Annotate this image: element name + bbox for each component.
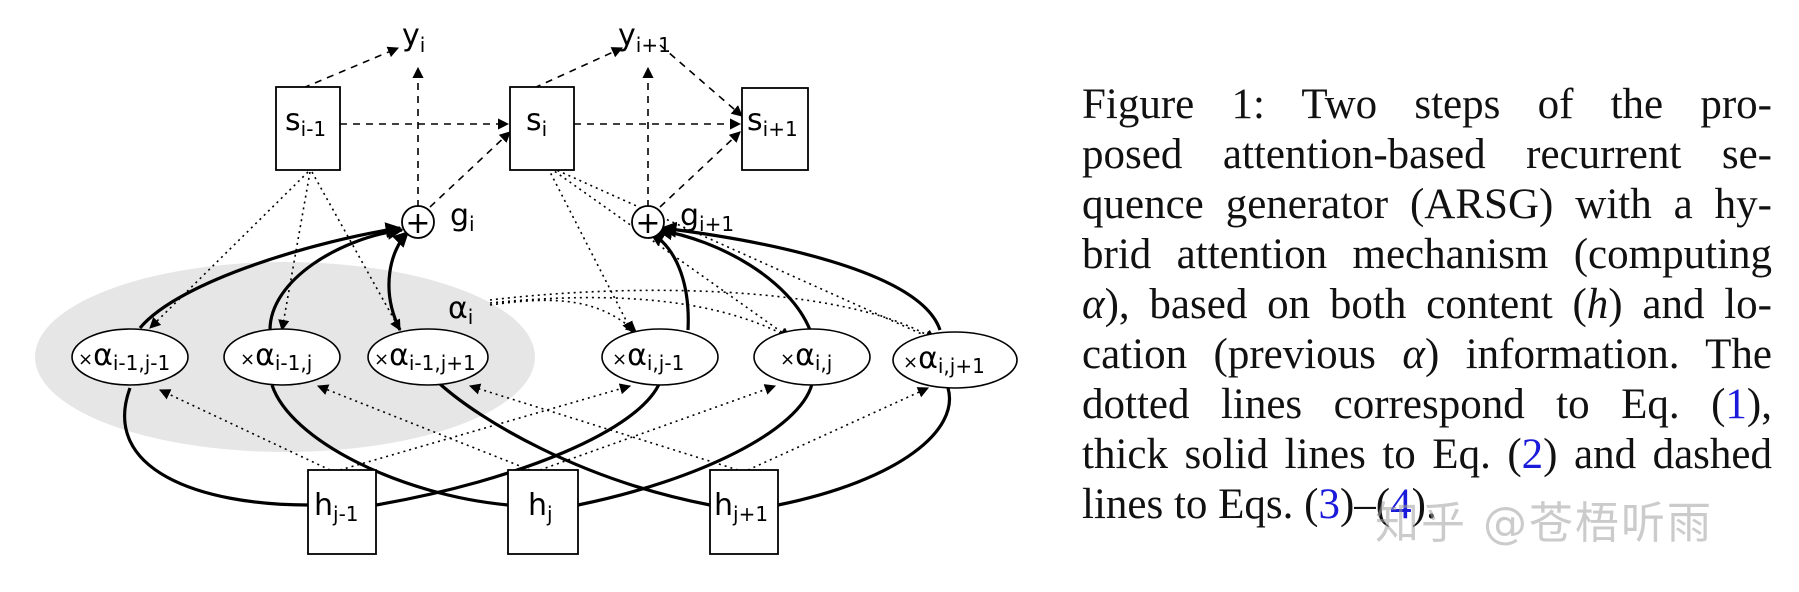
caption-line: dotted lines correspond to Eq. (1), [1082,381,1772,428]
caption-line: brid attention mechanism (computing [1082,231,1772,278]
glimpse-g-i: gi [450,198,475,236]
state-s-i: si [509,86,575,171]
svg-text:si+1: si+1 [747,103,798,141]
plus-node-i-plus-1: + [631,205,665,241]
attention-weight-i-1-j-1: ×αi-1,j-1 [71,328,189,386]
svg-text:si: si [526,103,547,141]
hidden-h-j-1: hj-1 [307,469,377,555]
svg-text:×αi-1,j+1: ×αi-1,j+1 [374,338,476,375]
attention-weight-i-j-1: ×αi,j-1 [601,328,719,386]
svg-text:×αi-1,j-1: ×αi-1,j-1 [78,338,170,375]
equation-ref-3[interactable]: 3 [1318,481,1340,528]
caption-line: thick solid lines to Eq. (2) and dashed [1082,431,1773,478]
alpha-i-label: αi [448,291,473,329]
caption-line: α), based on both content (h) and lo- [1082,281,1773,328]
svg-text:+: + [635,206,660,241]
equation-ref-4[interactable]: 4 [1390,481,1412,528]
caption-line: Figure 1: Two steps of the pro- [1082,81,1772,128]
svg-text:+: + [405,206,430,241]
plus-node-i: + [401,205,435,241]
svg-text:×αi-1,j: ×αi-1,j [240,338,312,375]
attention-weight-i-1-j: ×αi-1,j [223,328,341,386]
thick-lines [123,221,952,507]
output-y-i-plus-1: yi+1 [618,18,671,57]
svg-text:hj: hj [528,488,553,526]
attention-weight-i-j: ×αi,j [753,328,871,386]
caption-line: quence generator (ARSG) with a hy- [1082,181,1772,228]
svg-text:×αi,j: ×αi,j [780,338,832,375]
dotted-lines [149,167,937,471]
svg-text:×αi,j-1: ×αi,j-1 [612,338,684,375]
svg-text:hj+1: hj+1 [714,488,768,526]
svg-text:hj-1: hj-1 [314,488,359,526]
output-y-i: yi [402,18,425,57]
hidden-h-j: hj [507,469,579,555]
equation-ref-1[interactable]: 1 [1725,381,1747,428]
state-s-i-plus-1: si+1 [741,87,809,171]
hidden-h-j+1: hj+1 [709,469,779,555]
glimpse-g-i-plus-1: gi+1 [680,198,734,236]
equation-ref-2[interactable]: 2 [1521,431,1544,478]
caption-line: lines to Eqs. (3)–(4). [1082,481,1437,528]
watermark: 知乎 @苍梧听雨 [1375,498,1713,549]
figure-caption: Figure 1: Two steps of the pro- posed at… [1082,80,1772,530]
svg-text:×αi,j+1: ×αi,j+1 [903,341,985,378]
caption-line: posed attention-based recurrent se- [1082,131,1772,178]
attention-weight-i-1-j+1: ×αi-1,j+1 [367,328,489,386]
dashed-lines [302,44,743,208]
arsg-diagram: yi yi+1 si-1 si si+1 + gi + gi+1 αi ×αi-… [35,18,1018,555]
state-s-i-minus-1: si-1 [275,86,341,171]
caption-line: cation (previous α) information. The [1082,331,1772,378]
attention-weight-i-j+1: ×αi,j+1 [892,331,1018,389]
svg-text:si-1: si-1 [285,103,326,141]
